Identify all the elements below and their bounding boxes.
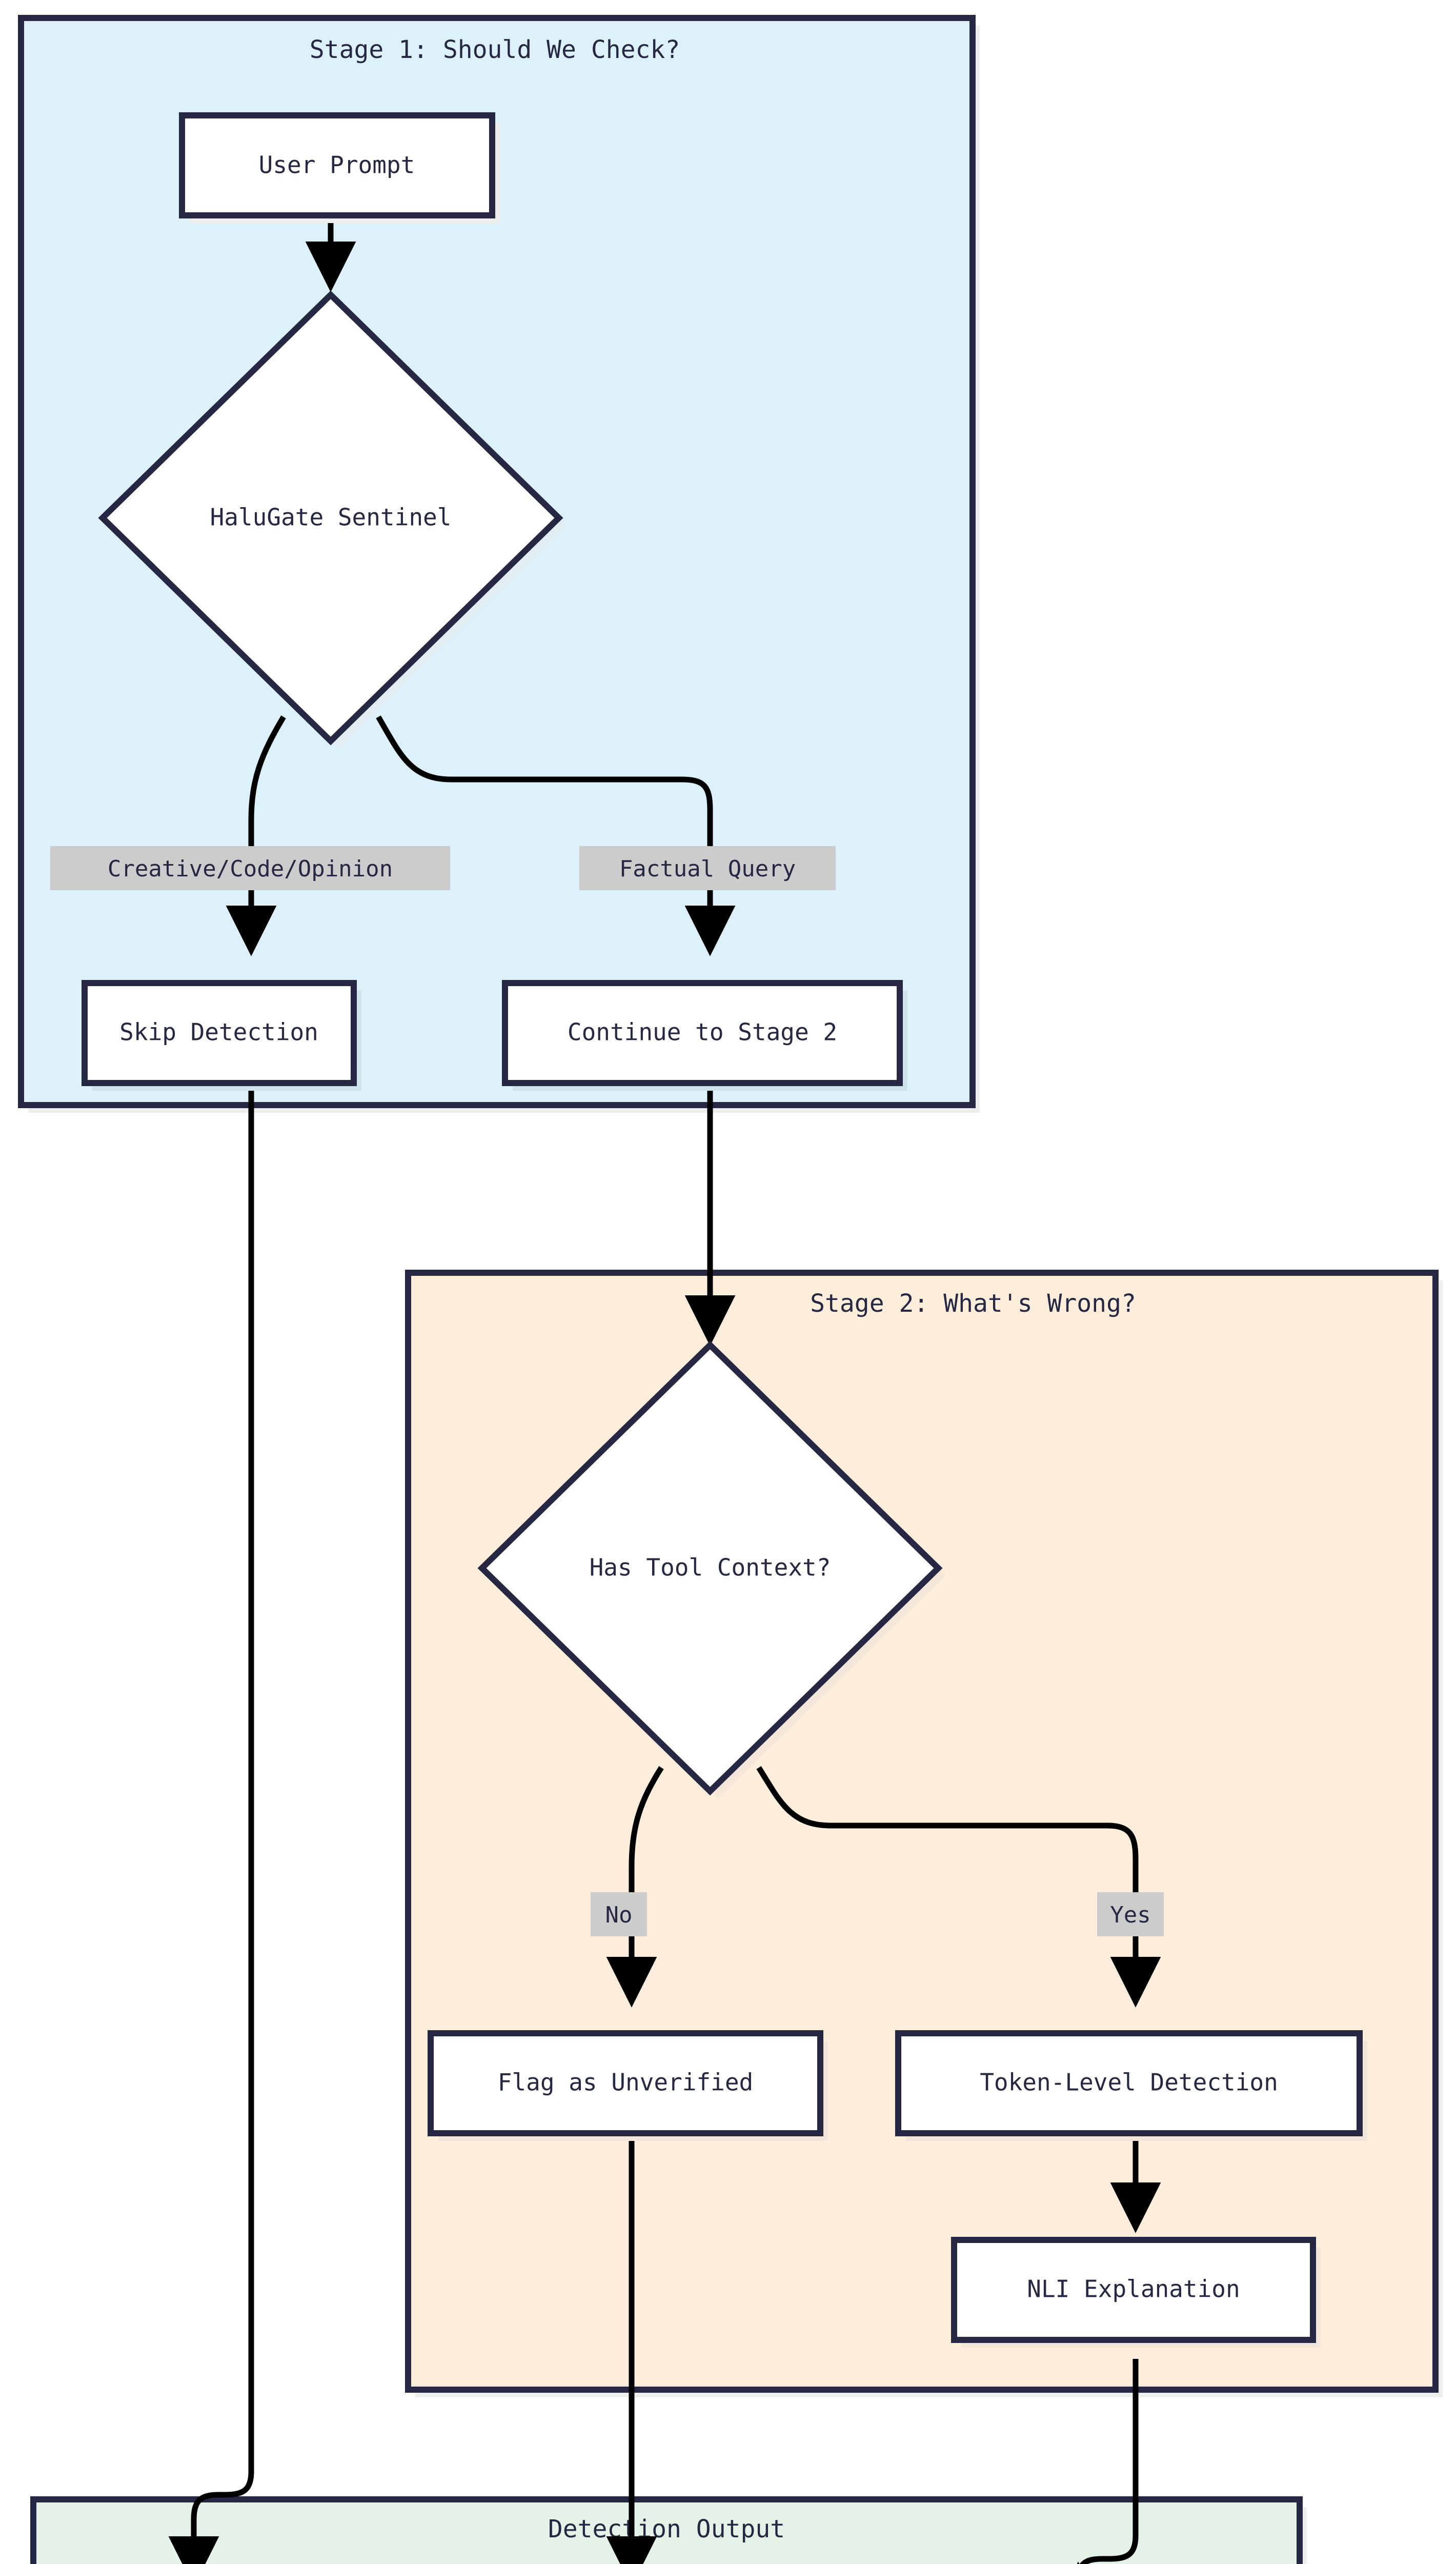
node-continue-label: Continue to Stage 2 xyxy=(568,1018,837,1046)
node-skip-label: Skip Detection xyxy=(119,1018,318,1046)
edge-label-creative-text: Creative/Code/Opinion xyxy=(108,856,393,882)
edge-label-factual-text: Factual Query xyxy=(619,856,796,882)
edge-halugate-to-skip xyxy=(226,715,286,956)
node-skip-detection[interactable]: Skip Detection xyxy=(82,980,361,1091)
node-user-prompt-box xyxy=(179,112,495,218)
node-nli-box xyxy=(951,2237,1316,2343)
edge-label-factual-bg xyxy=(579,846,836,890)
node-user-prompt[interactable]: User Prompt xyxy=(179,112,500,223)
node-has-tool-box xyxy=(477,1340,943,1796)
edge-label-yes-text: Yes xyxy=(1110,1902,1150,1928)
node-flag-box xyxy=(428,2030,823,2136)
node-has-tool-label: Has Tool Context? xyxy=(590,1554,831,1581)
edge-label-yes-bg xyxy=(1097,1892,1164,1936)
cluster-output-title: Detection Output xyxy=(548,2515,785,2543)
node-halugate-label: HaluGate Sentinel xyxy=(210,504,452,531)
edge-label-no-text: No xyxy=(605,1902,633,1928)
cluster-stage2-box xyxy=(405,1270,1439,2393)
edge-skip-to-pass xyxy=(168,1083,254,2564)
edge-label-creative-code-opinion: Creative/Code/Opinion xyxy=(50,846,450,890)
node-flag-label: Flag as Unverified xyxy=(498,2069,754,2096)
node-halugate-sentinel[interactable]: HaluGate Sentinel xyxy=(98,290,567,749)
edge-has-tool-to-token xyxy=(756,1766,1161,2008)
edge-label-factual-query: Factual Query xyxy=(579,846,836,890)
node-token-label: Token-Level Detection xyxy=(980,2069,1278,2096)
node-flag-unverified[interactable]: Flag as Unverified xyxy=(428,2030,828,2141)
cluster-stage2: Stage 2: What's Wrong? xyxy=(405,1270,1443,2397)
edge-layer xyxy=(168,218,1161,2564)
edge-halugate-to-continue xyxy=(376,715,736,956)
edge-label-no-bg xyxy=(591,1892,647,1936)
cluster-output: Detection Output xyxy=(30,2496,1307,2564)
node-nli-label: NLI Explanation xyxy=(1027,2275,1240,2303)
cluster-stage1-title: Stage 1: Should We Check? xyxy=(310,35,680,64)
node-skip-box xyxy=(82,980,357,1086)
cluster-output-box xyxy=(30,2496,1303,2564)
edge-label-yes: Yes xyxy=(1097,1892,1164,1936)
node-continue-stage2[interactable]: Continue to Stage 2 xyxy=(502,980,907,1091)
node-token-level-detection[interactable]: Token-Level Detection xyxy=(895,2030,1367,2141)
edge-nli-to-report xyxy=(1053,2359,1139,2564)
edge-has-tool-to-flag xyxy=(606,1766,664,2008)
node-user-prompt-label: User Prompt xyxy=(259,151,415,179)
node-has-tool-context[interactable]: Has Tool Context? xyxy=(477,1340,946,1799)
node-halugate-box xyxy=(98,290,563,746)
edge-label-creative-bg xyxy=(50,846,450,890)
edge-label-no: No xyxy=(591,1892,647,1936)
node-token-box xyxy=(895,2030,1363,2136)
node-continue-box xyxy=(502,980,903,1086)
node-nli-explanation[interactable]: NLI Explanation xyxy=(951,2237,1321,2348)
cluster-stage2-title: Stage 2: What's Wrong? xyxy=(810,1289,1136,1318)
